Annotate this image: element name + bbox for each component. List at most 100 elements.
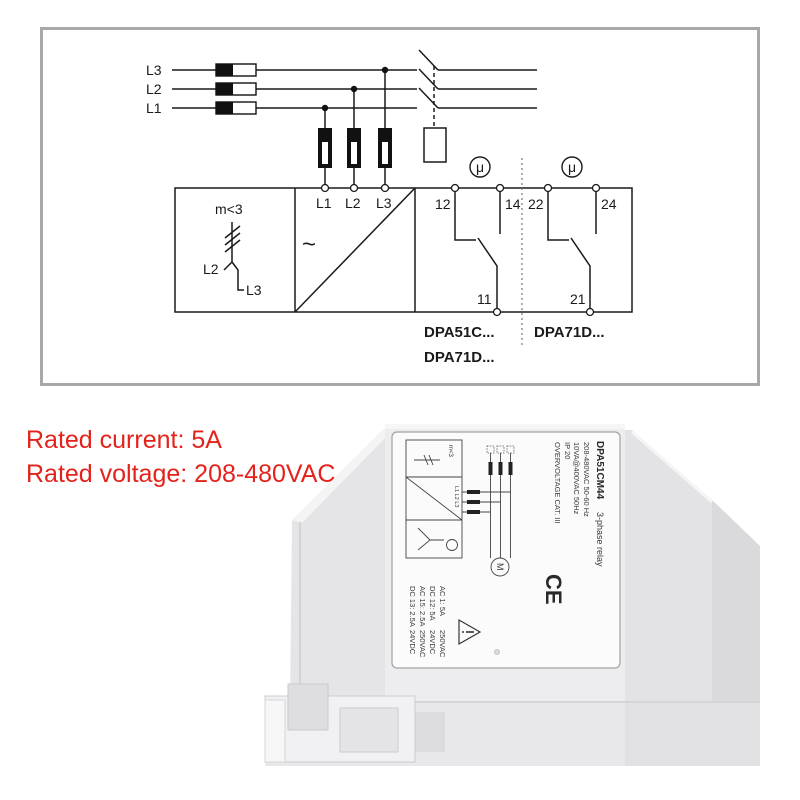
- model-name-right-1: DPA71D...: [534, 324, 605, 341]
- label-model: DPA51CM44: [594, 441, 605, 500]
- label-rating-load-4: DC 13: 2.5A: [408, 586, 417, 627]
- terminal-22: [543, 183, 553, 193]
- label-rating-load-3: AC 15: 2.5A: [418, 586, 427, 626]
- relay-right-edge: [631, 430, 713, 504]
- label-mini-diagram-box: [405, 439, 463, 559]
- rated-current: Rated current: 5A: [26, 426, 222, 454]
- phase-label-l1: L1: [146, 100, 162, 116]
- label-info-ip: IP 20: [563, 442, 572, 459]
- terminal-label-l3: L3: [376, 195, 392, 211]
- contactor-coil: [423, 127, 447, 163]
- drop-fuse-l1-core: [322, 142, 328, 164]
- terminal-label-l1: L1: [316, 195, 332, 211]
- label-mini-contact: [417, 527, 444, 551]
- diagram-frame: [40, 27, 760, 386]
- contact-2-blade: [570, 237, 591, 309]
- contact-label-21: 21: [570, 291, 586, 307]
- label-rating-voltage-3: 250VAC: [418, 630, 427, 658]
- label-mini-phase-text: L1 L2 L3: [453, 486, 459, 507]
- monitor-slash-3: [224, 239, 241, 253]
- terminal-label-l2: L2: [345, 195, 361, 211]
- label-mini-diagonal: [405, 476, 463, 521]
- relay-right-shoulder: [712, 500, 760, 766]
- din-clip-window: [339, 707, 399, 753]
- relay-base-recess: [415, 712, 445, 752]
- label-rating-voltage-1: 250VAC: [438, 630, 447, 658]
- phase-label-l3: L3: [146, 62, 162, 78]
- monitor-label: m<3: [215, 201, 243, 217]
- label-mini-sensor-slash-1: [423, 454, 429, 466]
- relay-left-side: [290, 428, 392, 702]
- terminal-21: [585, 307, 595, 317]
- label-info-supply: 208-480VAC 50-60 Hz: [582, 442, 591, 517]
- label-wiring-fuse-1: [488, 462, 493, 475]
- sensor-label-l2: L2: [203, 261, 219, 277]
- label-type: 3-phase relay: [595, 512, 605, 567]
- terminal-11: [492, 307, 502, 317]
- label-mini-relay-coil: [446, 539, 458, 551]
- wiring-diagram: L3 L2 L1: [40, 27, 760, 386]
- label-info-overvoltage: OVERVOLTAGE CAT. III: [553, 442, 562, 524]
- warning-triangle-shape: [458, 618, 482, 646]
- converter-diagonal: [294, 187, 416, 313]
- label-ce-mark: CE: [541, 574, 566, 605]
- relay-coil-1-symbol: μ: [476, 159, 484, 175]
- terminal-l3: [380, 183, 390, 193]
- relay-coil-1: [469, 156, 491, 178]
- label-wiring-tap-fuse-2: [467, 500, 480, 504]
- sensor-label-l3: L3: [246, 282, 262, 298]
- label-wiring-tap-fuse-1: [467, 490, 480, 494]
- rated-voltage: Rated voltage: 208-480VAC: [26, 460, 335, 488]
- label-info-power: 10VA@400VAC 50Hz: [572, 442, 581, 515]
- relay-coil-2: [561, 156, 583, 178]
- spec-text: Rated current: 5A Rated voltage: 208-480…: [26, 426, 335, 488]
- label-rating-voltage-2: 24VDC: [428, 630, 437, 655]
- contact-label-24: 24: [601, 196, 617, 212]
- relay-left-bevel: [292, 428, 395, 523]
- contactor-blade-l1: [418, 87, 439, 109]
- relay-base-right-step: [625, 703, 760, 766]
- warning-exclamation-dot: [462, 631, 464, 633]
- label-mini-sensor-slash-2: [428, 454, 434, 466]
- relay-top-edge: [385, 424, 625, 429]
- fuse-l1-body: [216, 102, 233, 114]
- contactor-blade-l2: [418, 68, 439, 90]
- model-name-left-1: DPA51C...: [424, 324, 495, 341]
- contactor-blade-l3: [418, 49, 439, 71]
- label-motor-text: M: [495, 563, 505, 571]
- din-clip-slot: [287, 683, 329, 731]
- contact-1-nc-lead: [454, 191, 476, 241]
- relay-product-photo: m<3 L1 L2 L3 M DPA51CM44 3-phase relay 2…: [264, 424, 760, 766]
- junction-dot-l3: [381, 66, 389, 74]
- fuse-l3-body: [216, 64, 233, 76]
- terminal-l2: [349, 183, 359, 193]
- model-name-left-2: DPA71D...: [424, 349, 495, 366]
- relay-coil-2-symbol: μ: [568, 159, 576, 175]
- label-wiring-tap-fuse-3: [467, 510, 480, 514]
- label-rating-voltage-4: 24VDC: [408, 630, 417, 655]
- warning-triangle-icon: [458, 618, 482, 646]
- label-rating-load-2: DC 12: 5A: [428, 586, 437, 621]
- monitor-slash-1: [224, 225, 241, 239]
- junction-dot-l1: [321, 104, 329, 112]
- monitor-sensor-symbol: [223, 222, 244, 291]
- phase-label-l2: L2: [146, 81, 162, 97]
- product-label: [391, 431, 621, 669]
- label-small-mark: [494, 649, 500, 655]
- drop-fuse-l3-core: [382, 142, 388, 164]
- contact-label-22: 22: [528, 196, 544, 212]
- label-wiring-fuse-2: [498, 462, 503, 475]
- ac-symbol: ~: [302, 231, 316, 258]
- drop-fuse-l2-core: [351, 142, 357, 164]
- terminal-24: [591, 183, 601, 193]
- contact-label-12: 12: [435, 196, 451, 212]
- contact-label-14: 14: [505, 196, 521, 212]
- contact-1-blade: [477, 237, 498, 309]
- label-mini-monitor-text: m<3: [447, 445, 453, 458]
- terminal-12: [450, 183, 460, 193]
- terminal-l1: [320, 183, 330, 193]
- terminal-14: [495, 183, 505, 193]
- relay-box: [174, 187, 633, 313]
- din-clip-tab: [264, 699, 286, 763]
